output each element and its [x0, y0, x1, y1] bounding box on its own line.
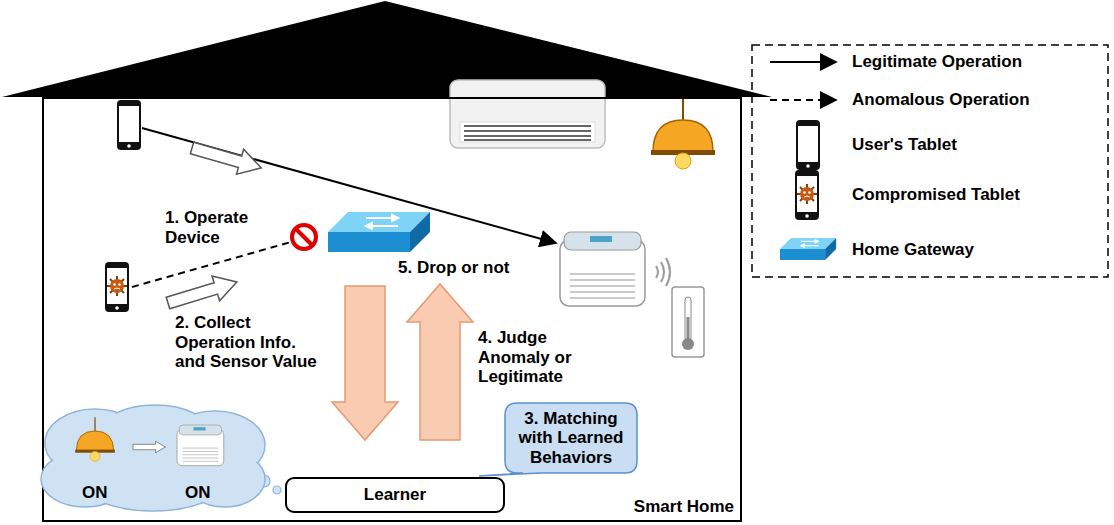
home-gateway	[328, 212, 430, 252]
cloud-shape	[133, 441, 165, 453]
text-slot: Learner	[364, 485, 426, 505]
legend-sample-compromised	[797, 184, 817, 204]
legend-sample-compromised	[795, 170, 819, 220]
step-label: 1. Operate Device	[165, 208, 265, 247]
wifi-symbol	[656, 266, 658, 278]
blocked-sign	[292, 225, 316, 249]
anomalous-operation-line	[132, 242, 291, 287]
legend-text: Legitimate Operation	[852, 52, 1022, 72]
text-slot: ON	[82, 483, 108, 503]
thought-dots	[273, 486, 281, 494]
box-text: Learner	[364, 485, 426, 505]
compromised-tablet	[107, 276, 127, 296]
heater	[560, 232, 645, 306]
thermometer	[672, 287, 704, 357]
callout-bubble: 3. Matching with Learned Behaviors	[505, 403, 637, 473]
region-title: Smart Home	[634, 497, 734, 517]
cloud-shape	[177, 425, 224, 466]
text-slot: ON	[185, 483, 211, 503]
cloud-shape	[35, 403, 270, 515]
state-text: ON	[185, 483, 211, 503]
legend-sample-dashed	[770, 99, 836, 101]
step-label: 4. Judge Anomaly or Legitimate	[478, 328, 590, 387]
wifi-symbol	[661, 262, 664, 282]
text-slot: 3. Matching with Learned Behaviors	[514, 409, 629, 468]
step-label: 2. Collect Operation Info. and Sensor Va…	[175, 313, 325, 372]
legend-sample-solid	[770, 61, 836, 63]
legend-sample-compromised	[795, 170, 819, 220]
legend-frame	[752, 45, 1108, 277]
legend-text: User's Tablet	[852, 135, 957, 155]
legend-entry: Home Gateway	[852, 240, 974, 260]
legend-sample-tablet	[796, 120, 820, 170]
compromised-tablet	[105, 262, 129, 312]
wifi-symbol	[666, 258, 670, 286]
cloud-shape	[42, 406, 264, 510]
legend-text: Home Gateway	[852, 240, 974, 260]
legend-text: Compromised Tablet	[852, 185, 1020, 205]
text-slot: 5. Drop or not	[398, 258, 558, 278]
thought-cloud: ON ON	[35, 403, 270, 515]
air-conditioner	[464, 139, 591, 141]
text-slot: 2. Collect Operation Info. and Sensor Va…	[175, 313, 325, 372]
ceiling-lamp	[651, 98, 715, 169]
text-slot: 1. Operate Device	[165, 208, 265, 247]
air-conditioner	[450, 80, 605, 148]
learner-box: Learner	[285, 477, 505, 513]
text-slot: 4. Judge Anomaly or Legitimate	[478, 328, 590, 387]
legend-entry: Legitimate Operation	[852, 52, 1022, 72]
air-conditioner	[464, 130, 591, 132]
judge-arrow	[407, 284, 473, 440]
thermometer	[672, 287, 704, 357]
legend-entry: Compromised Tablet	[852, 185, 1020, 205]
user-tablet	[117, 100, 141, 150]
wifi-symbol	[656, 258, 670, 286]
legend-text: Anomalous Operation	[852, 90, 1030, 110]
state-text: ON	[82, 483, 108, 503]
house-roof	[2, 1, 772, 97]
legend-entry: Anomalous Operation	[852, 90, 1030, 110]
bubble-shape	[479, 403, 637, 476]
box-text: 3. Matching with Learned Behaviors	[514, 409, 629, 468]
legend-entry: User's Tablet	[852, 135, 957, 155]
air-conditioner	[460, 122, 595, 142]
blocked-sign	[292, 225, 316, 249]
cloud-shape	[41, 405, 265, 511]
thermometer	[687, 317, 690, 341]
thermometer	[682, 338, 694, 350]
cloud-shape	[75, 417, 115, 461]
collect-arrow	[332, 286, 398, 440]
operation-arrow	[188, 136, 264, 181]
air-conditioner	[450, 80, 605, 148]
text-slot: Smart Home	[634, 497, 734, 517]
compromised-tablet	[105, 262, 129, 312]
step-label: 5. Drop or not	[398, 258, 558, 278]
blocked-sign	[296, 229, 312, 245]
house-outline: ON ON 3. Matching with Learned BehaviorsLe…	[42, 97, 742, 522]
thermometer	[685, 297, 691, 341]
air-conditioner	[464, 126, 591, 140]
operation-arrow	[164, 270, 240, 316]
air-conditioner	[464, 135, 591, 137]
legend-sample-gateway	[780, 238, 836, 260]
air-conditioner	[464, 125, 591, 127]
